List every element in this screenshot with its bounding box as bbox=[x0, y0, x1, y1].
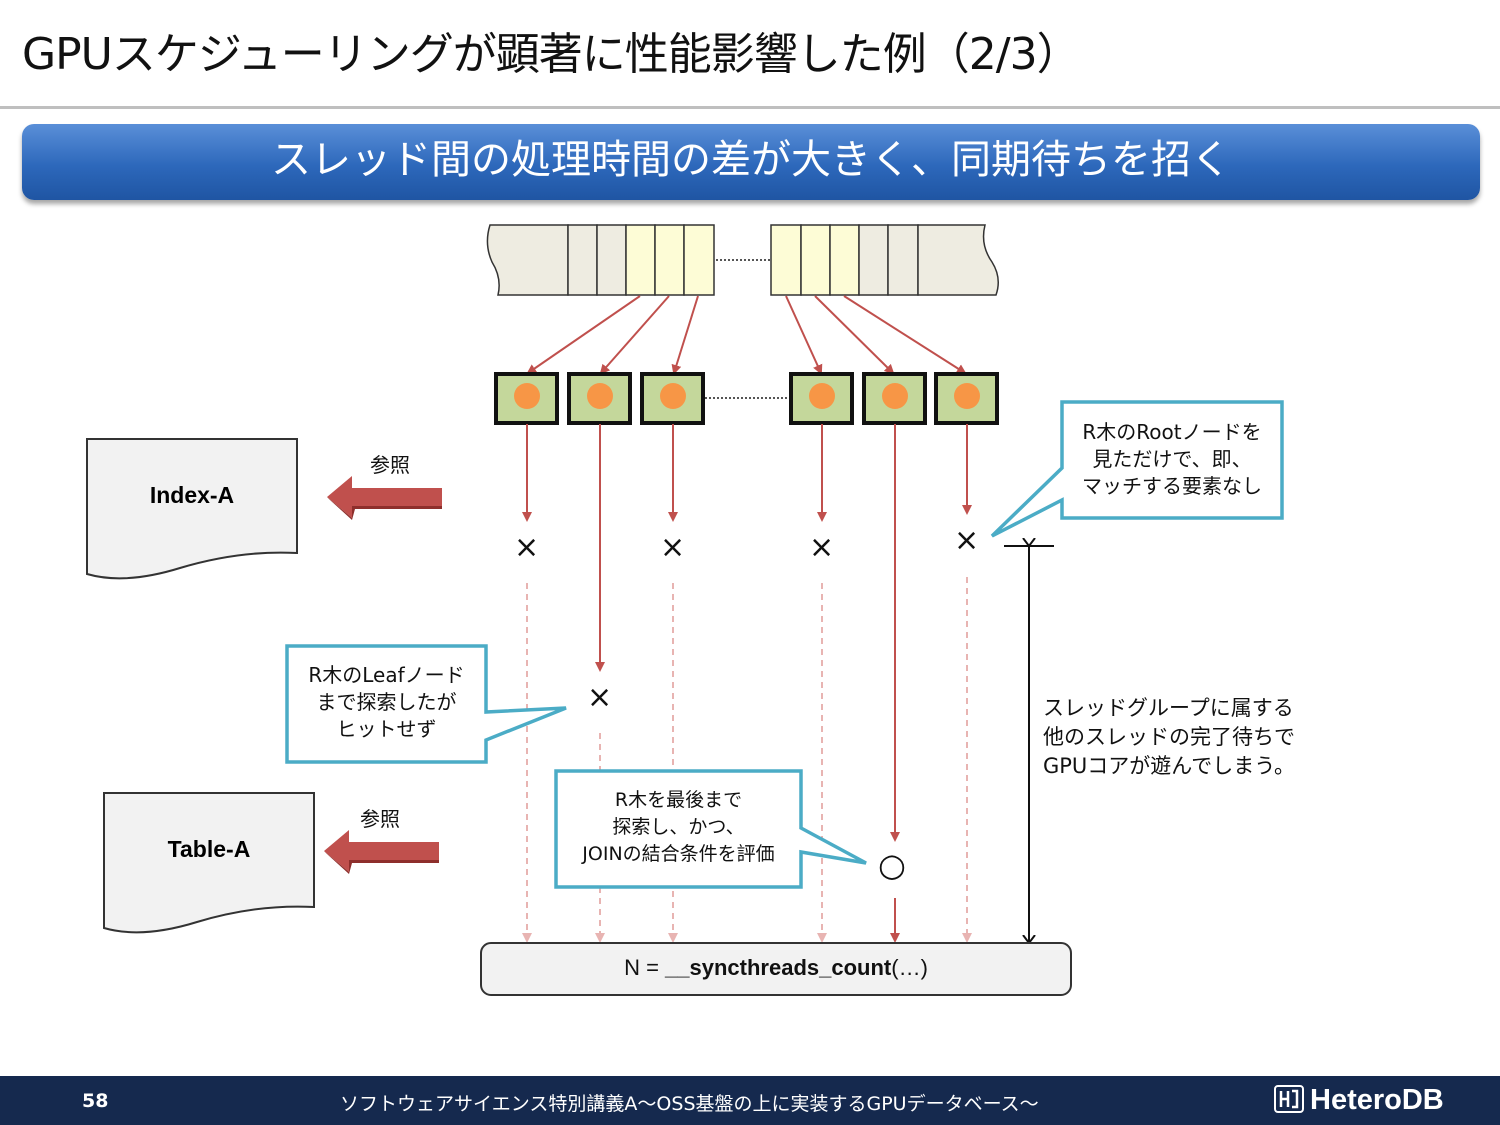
title-divider bbox=[0, 106, 1500, 109]
callout-root-line-3: マッチする要素なし bbox=[1082, 474, 1262, 498]
callout-root-line-1: R木のRootノードを bbox=[1082, 420, 1262, 444]
callout-leaf-line-1: R木のLeafノード bbox=[308, 663, 465, 687]
miss-mark-1: × bbox=[514, 530, 540, 565]
heterodb-logo-icon bbox=[1274, 1085, 1304, 1113]
footer-bar bbox=[0, 1076, 1500, 1125]
miss-mark-6: × bbox=[954, 523, 980, 558]
slide-title: GPUスケジューリングが顕著に性能影響した例（2/3） bbox=[22, 29, 1081, 80]
sync-prefix: N = bbox=[624, 955, 666, 980]
heterodb-logo: HeteroDB bbox=[1274, 1084, 1444, 1116]
callout-root-line-2: 見ただけで、即、 bbox=[1092, 447, 1252, 471]
callout-join-box bbox=[554, 769, 867, 889]
callout-join-line-3: JOINの結合条件を評価 bbox=[582, 843, 775, 865]
callout-root-box bbox=[990, 400, 1284, 538]
miss-mark-4: × bbox=[809, 530, 835, 565]
index-a-label: Index-A bbox=[149, 482, 235, 508]
gpu-core-6 bbox=[934, 372, 999, 425]
table-a-label: Table-A bbox=[167, 836, 251, 862]
callout-join-text: R木を最後まで 探索し、かつ、 JOINの結合条件を評価 bbox=[558, 787, 799, 868]
index-a-document bbox=[86, 438, 298, 580]
fetch-arrows bbox=[526, 295, 967, 375]
gpu-core-3 bbox=[640, 372, 705, 425]
gpu-core-4 bbox=[789, 372, 854, 425]
footer-course-title: ソフトウェアサイエンス特別講義A～OSS基盤の上に実装するGPUデータベース～ bbox=[340, 1093, 1039, 1115]
callout-leaf-line-3: ヒットせず bbox=[336, 717, 437, 741]
callout-leaf-box bbox=[285, 644, 567, 764]
gpu-core-2 bbox=[567, 372, 632, 425]
wait-note-line-2: 他のスレッドの完了待ちで bbox=[1043, 725, 1295, 749]
reference-arrow-index bbox=[327, 476, 442, 520]
data-strip-right bbox=[770, 224, 999, 296]
gpu-core-5 bbox=[862, 372, 927, 425]
syncthreads-box bbox=[480, 942, 1072, 996]
syncthreads-label: N = __syncthreads_count(…) bbox=[481, 955, 1071, 981]
callout-leaf-text: R木のLeafノード まで探索したが ヒットせず bbox=[289, 662, 484, 743]
data-strip-left bbox=[486, 224, 715, 296]
wait-note-line-3: GPUコアが遊んでしまう。 bbox=[1043, 754, 1295, 778]
banner-text: スレッド間の処理時間の差が大きく、同期待ちを招く bbox=[271, 137, 1231, 183]
callout-join-line-2: 探索し、かつ、 bbox=[612, 816, 745, 838]
reference-label-index: 参照 bbox=[370, 453, 410, 477]
hit-mark-5: ○ bbox=[878, 846, 906, 884]
logo-text: HeteroDB bbox=[1310, 1084, 1444, 1116]
reference-label-table: 参照 bbox=[360, 807, 400, 831]
sync-suffix: (…) bbox=[891, 955, 928, 980]
wait-note-line-1: スレッドグループに属する bbox=[1043, 696, 1294, 720]
sync-function: __syncthreads_count bbox=[665, 955, 892, 980]
processing-arrows bbox=[522, 424, 972, 943]
wait-bracket bbox=[1004, 546, 1054, 943]
gpu-core-1 bbox=[494, 372, 559, 425]
subtitle-banner: スレッド間の処理時間の差が大きく、同期待ちを招く bbox=[22, 124, 1480, 200]
page-number: 58 bbox=[82, 1090, 109, 1112]
miss-mark-3: × bbox=[660, 530, 686, 565]
callout-root-text: R木のRootノードを 見ただけで、即、 マッチする要素なし bbox=[1064, 419, 1280, 500]
table-a-document bbox=[103, 792, 315, 934]
callout-join-line-1: R木を最後まで bbox=[614, 789, 743, 811]
wait-note: スレッドグループに属する 他のスレッドの完了待ちで GPUコアが遊んでしまう。 bbox=[1043, 694, 1295, 781]
reference-arrow-table bbox=[324, 830, 439, 874]
callout-leaf-line-2: まで探索したが bbox=[316, 690, 457, 714]
miss-mark-2: × bbox=[587, 680, 613, 715]
